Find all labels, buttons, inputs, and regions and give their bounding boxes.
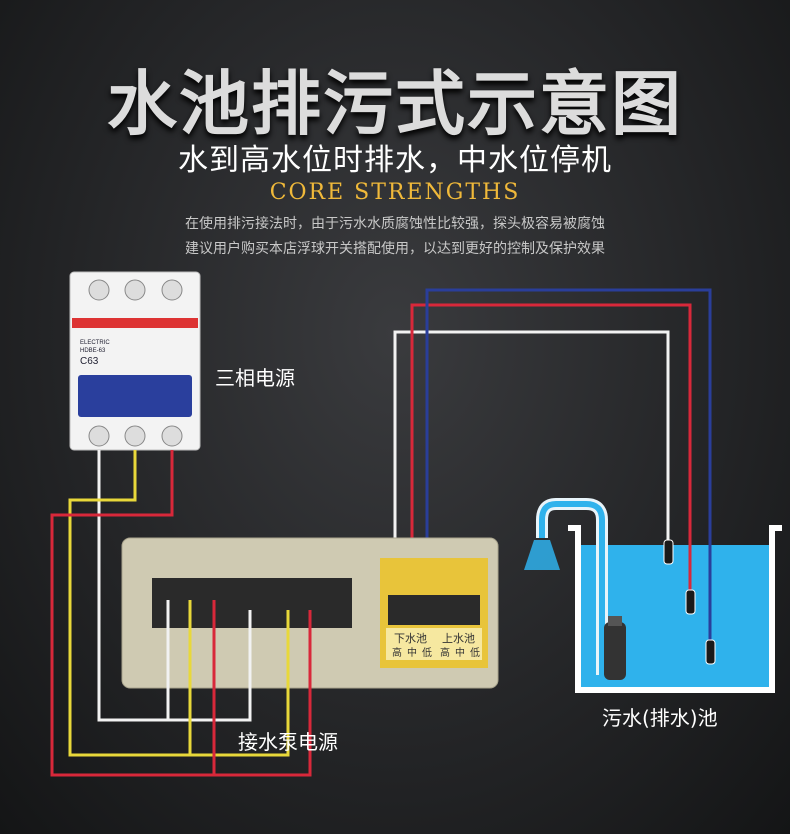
discharge-pipe [524, 498, 608, 675]
probe-wires [393, 288, 712, 645]
level-label: 低 [422, 646, 432, 659]
level-label: 中 [407, 646, 417, 659]
description-line: 建议用户购买本店浮球开关搭配使用，以达到更好的控制及保护效果 [185, 241, 605, 257]
lower-pool-label: 下水池 [394, 632, 427, 645]
upper-pool-label: 上水池 [442, 632, 475, 645]
level-label: 高 [392, 646, 402, 659]
level-probes [663, 539, 716, 665]
submersible-pump [604, 616, 626, 680]
level-label: 低 [470, 646, 480, 659]
level-label: 中 [455, 646, 465, 659]
power-wires [50, 450, 312, 777]
circuit-breaker: ELECTRIC HDBE-63 C63 [69, 271, 201, 451]
breaker-model: HDBE-63 [80, 348, 106, 354]
page-subtitle: 水到高水位时排水，中水位停机 [178, 143, 612, 178]
breaker-brand: ELECTRIC [80, 340, 110, 346]
level-label: 高 [440, 646, 450, 659]
level-labels: 高 中 低 高 中 低 [392, 646, 480, 659]
pump-power-label: 接水泵电源 [238, 730, 338, 754]
description-line: 在使用排污接法时，由于污水水质腐蚀性比较强，探头极容易被腐蚀 [185, 216, 605, 232]
page-title: 水池排污式示意图 [107, 63, 683, 145]
breaker-rating: C63 [80, 356, 99, 367]
sewage-pool-label: 污水(排水)池 [602, 706, 718, 730]
core-strengths-heading: CORE STRENGTHS [269, 180, 521, 205]
three-phase-power-label: 三相电源 [215, 366, 295, 390]
